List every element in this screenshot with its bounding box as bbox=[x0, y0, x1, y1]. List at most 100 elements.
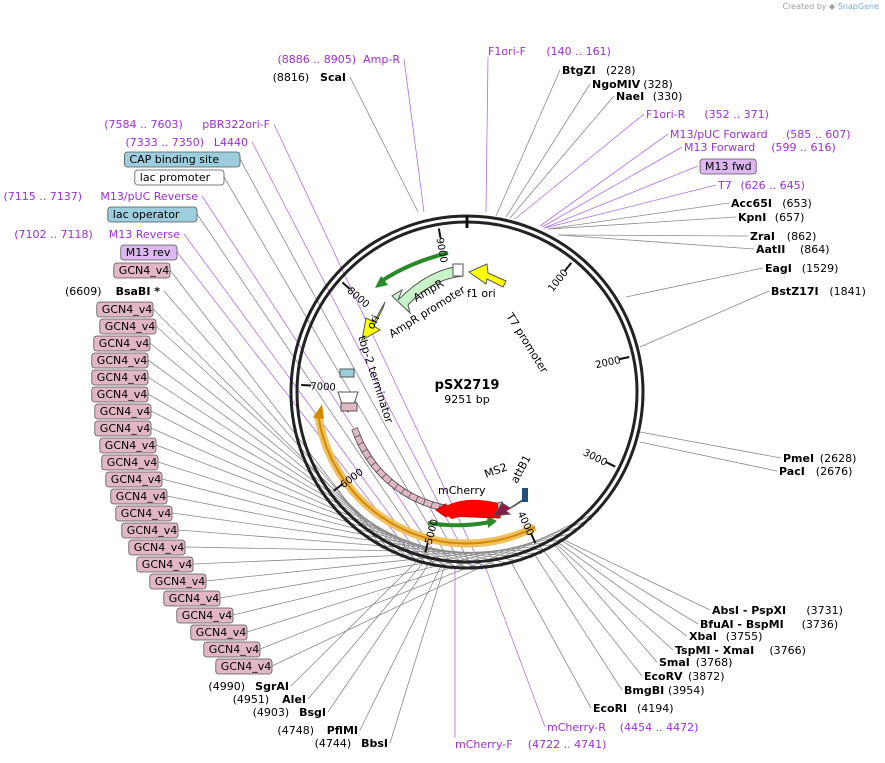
leader-line bbox=[359, 567, 441, 731]
label-position: (8886 .. 8905) bbox=[277, 53, 356, 66]
map-label: GCN4_v4 bbox=[176, 607, 234, 624]
tick-mark bbox=[437, 228, 442, 239]
leader-line bbox=[349, 76, 419, 213]
map-label: GCN4_v4 bbox=[113, 262, 171, 279]
leader-line bbox=[555, 540, 688, 637]
map-label: AatII(864) bbox=[756, 243, 830, 256]
label-name: GCN4_v4 bbox=[169, 592, 219, 605]
tick-label: 9000 bbox=[434, 237, 449, 264]
map-label: GCN4_v4 bbox=[190, 624, 248, 641]
label-name: M13 rev bbox=[126, 246, 171, 259]
label-position: (3768) bbox=[696, 656, 733, 669]
label-position: (4722 .. 4741) bbox=[528, 738, 607, 751]
label-name: GCN4_v4 bbox=[97, 354, 147, 367]
map-label: GCN4_v4 bbox=[203, 641, 261, 658]
label-name: EcoRV bbox=[644, 670, 683, 683]
label-name: GCN4_v4 bbox=[121, 507, 171, 520]
gcn4-small-box bbox=[340, 402, 358, 412]
label-position: (328) bbox=[643, 78, 673, 91]
label-box bbox=[93, 335, 151, 352]
map-label: GCN4_v4 bbox=[91, 369, 149, 386]
map-label: lac promoter bbox=[134, 169, 225, 186]
tick-label: 7000 bbox=[310, 381, 336, 393]
label-box bbox=[134, 169, 225, 186]
label-name: SmaI bbox=[659, 656, 690, 669]
map-label: F1ori-R(352 .. 371) bbox=[646, 108, 769, 121]
label-name: ScaI bbox=[320, 71, 346, 84]
label-name: GCN4_v4 bbox=[196, 626, 246, 639]
map-label: Amp-R(8886 .. 8905) bbox=[277, 53, 400, 66]
leader-line bbox=[495, 69, 561, 217]
label-position: (7584 .. 7603) bbox=[104, 118, 183, 131]
label-box bbox=[99, 437, 157, 454]
label-box bbox=[215, 658, 273, 675]
label-name: GCN4_v4 bbox=[127, 524, 177, 537]
leader-line bbox=[509, 559, 592, 709]
leader-line bbox=[553, 541, 674, 651]
map-label: M13/pUC Forward(585 .. 607) bbox=[670, 128, 851, 141]
label-name: T7 bbox=[717, 179, 732, 192]
leader-line bbox=[558, 538, 699, 625]
label-box bbox=[107, 206, 198, 223]
label-box bbox=[124, 151, 241, 168]
label-position: (3872) bbox=[688, 670, 725, 683]
leader-line bbox=[223, 176, 455, 570]
map-label: SmaI (3768) bbox=[659, 656, 732, 669]
label-box bbox=[190, 624, 248, 641]
leader-line bbox=[271, 510, 600, 667]
map-label: GCN4_v4 bbox=[96, 301, 154, 318]
label-name: GCN4_v4 bbox=[142, 558, 192, 571]
map-label: GCN4_v4 bbox=[94, 420, 152, 437]
leader-line bbox=[541, 146, 683, 228]
leader-line bbox=[539, 133, 669, 227]
snapgene-logo-icon: ◆ bbox=[829, 2, 836, 11]
label-name: GCN4_v4 bbox=[97, 388, 147, 401]
label-position: (3766) bbox=[769, 644, 806, 657]
label-box bbox=[91, 369, 149, 386]
label-name: GCN4_v4 bbox=[97, 371, 147, 384]
label-position: (599 .. 616) bbox=[771, 141, 836, 154]
label-box bbox=[120, 244, 178, 261]
label-name: PacI bbox=[779, 465, 805, 478]
label-position: (228) bbox=[606, 64, 636, 77]
map-label: mCherry-R(4454 .. 4472) bbox=[547, 721, 698, 734]
t7-promoter-label: T7 promoter bbox=[503, 310, 551, 376]
map-label: BsgI(4903) bbox=[253, 706, 326, 719]
leader-line bbox=[484, 565, 546, 728]
label-name: NgoMIV bbox=[592, 78, 641, 91]
map-label: GCN4_v4 bbox=[163, 590, 221, 607]
credit-brand: SnapGene bbox=[837, 2, 879, 11]
label-position: (4990) bbox=[208, 680, 245, 693]
label-name: lac promoter bbox=[140, 171, 211, 184]
label-name: M13/pUC Reverse bbox=[100, 190, 198, 203]
map-label: GCN4_v4 bbox=[128, 539, 186, 556]
map-label: BfuAI - BspMI(3736) bbox=[700, 618, 838, 631]
label-box bbox=[105, 471, 163, 488]
label-box bbox=[149, 573, 207, 590]
label-name: mCherry-F bbox=[455, 738, 513, 751]
map-label: F1ori-F(140 .. 161) bbox=[488, 45, 611, 58]
leader-line bbox=[196, 213, 437, 568]
ms2-label: MS2 bbox=[483, 461, 510, 481]
leader-line bbox=[625, 267, 764, 298]
label-position: (140 .. 161) bbox=[546, 45, 611, 58]
map-label: M13 Reverse(7102 .. 7118) bbox=[14, 228, 180, 241]
label-name: TspMI - XmaI bbox=[675, 644, 754, 657]
label-position: (4951) bbox=[233, 693, 270, 706]
site-labels: BtgZI(228)NgoMIV(328)NaeI(330)F1ori-R(35… bbox=[3, 45, 866, 751]
label-box bbox=[91, 386, 149, 403]
map-label: PflMI(4748) bbox=[277, 724, 358, 737]
label-position: (7102 .. 7118) bbox=[14, 228, 93, 241]
label-name: KpnI bbox=[738, 211, 766, 224]
map-label: M13 Forward(599 .. 616) bbox=[684, 141, 836, 154]
map-label: TspMI - XmaI (3766) bbox=[675, 644, 806, 657]
label-position: (7115 .. 7137) bbox=[3, 190, 82, 203]
map-label: AbsI - PspXI(3731) bbox=[712, 604, 843, 617]
credit-prefix: Created by bbox=[782, 2, 827, 11]
label-box bbox=[113, 262, 171, 279]
label-position: (4748) bbox=[277, 724, 314, 737]
label-name: BfuAI - BspMI bbox=[700, 618, 784, 631]
map-label: CAP binding site bbox=[124, 151, 241, 168]
map-label: GCN4_v4 bbox=[91, 352, 149, 369]
